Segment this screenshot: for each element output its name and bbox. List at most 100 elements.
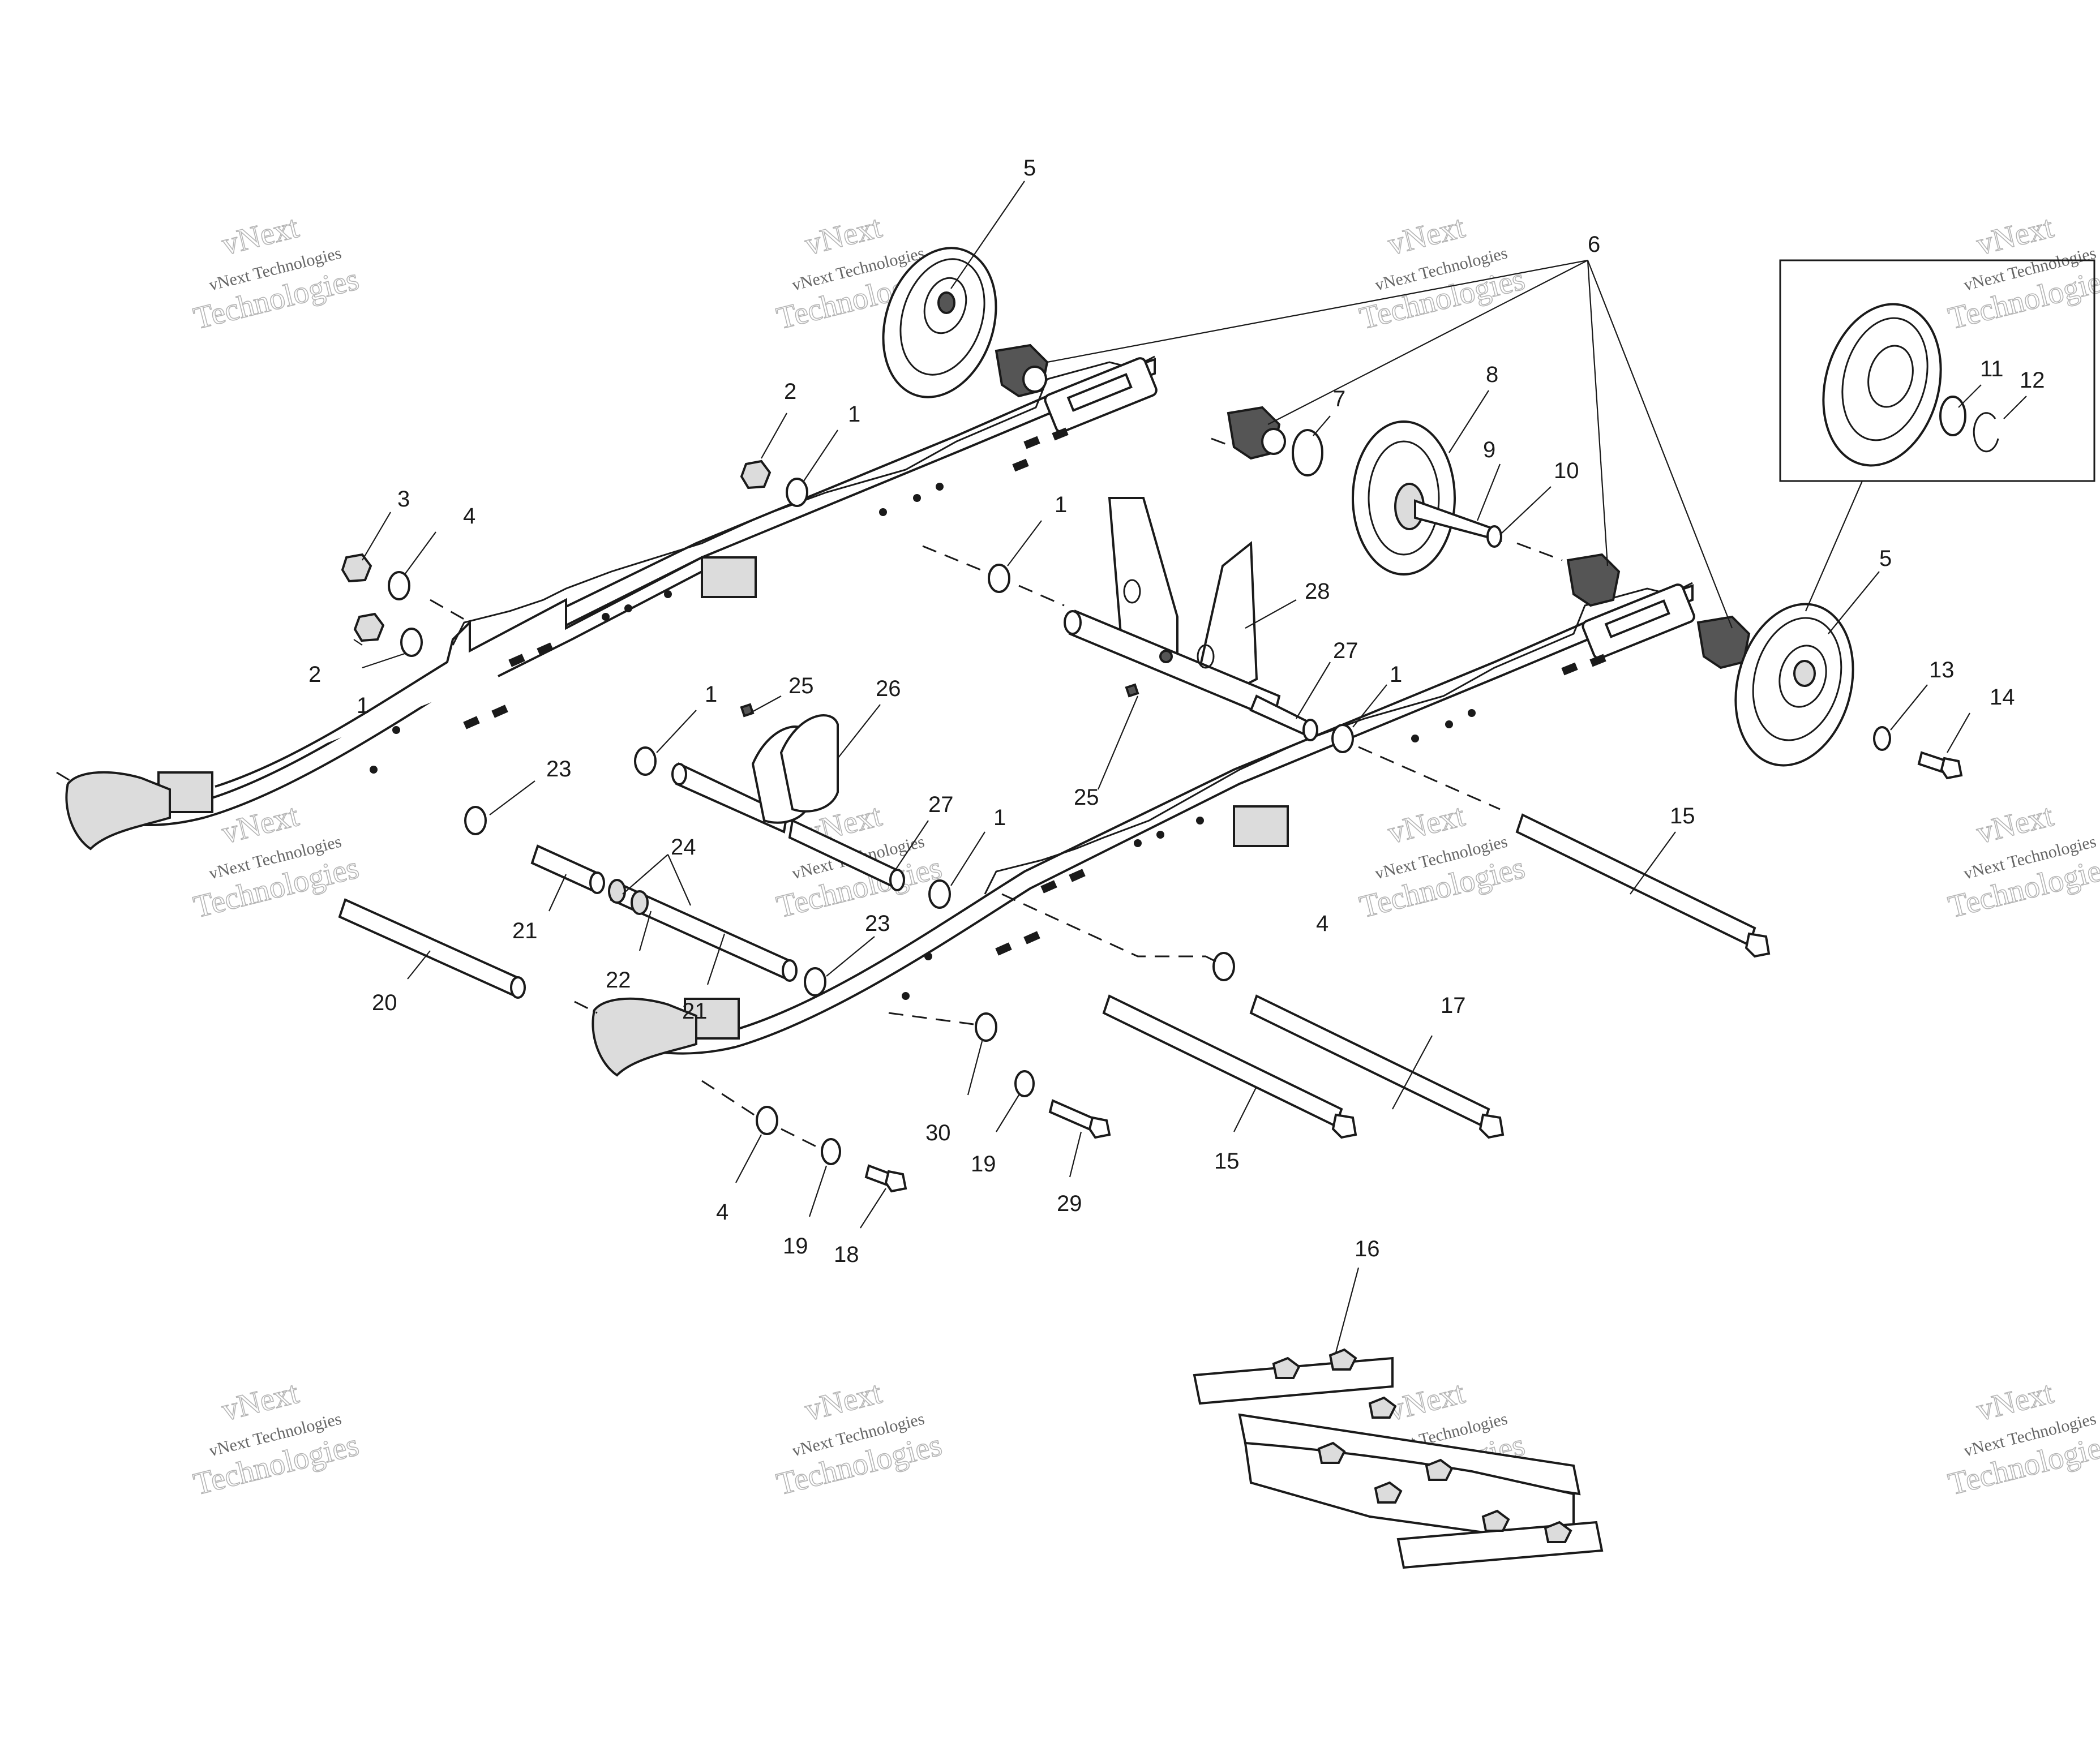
right-rail-holes (902, 654, 1606, 1000)
leader-24b (667, 854, 692, 906)
leader-5b (1828, 571, 1880, 634)
washer-1 (928, 879, 951, 909)
rail-hole (508, 654, 525, 667)
rail-hole (913, 494, 921, 502)
svg-text:vNext: vNext (1385, 209, 1468, 262)
inset-box (1779, 259, 2095, 612)
leader-1a (803, 430, 838, 482)
callout-4: 4 (1316, 911, 1328, 936)
washer-1 (988, 564, 1010, 593)
callout-9: 9 (1483, 437, 1495, 462)
svg-text:vNext: vNext (1385, 1375, 1468, 1428)
leader-21a (548, 874, 567, 912)
leader-23b (826, 936, 875, 977)
rod-20-end (510, 976, 526, 999)
callout-11: 11 (1980, 357, 2004, 381)
rail-hole (392, 726, 400, 734)
leader-26 (837, 704, 881, 759)
inset-frame (1779, 259, 2095, 482)
callout-19: 19 (783, 1234, 808, 1259)
inset-bearing-11 (1939, 396, 1966, 436)
rail-hole (491, 705, 508, 718)
rod-15-front-nut (1331, 1113, 1357, 1139)
idler-wheel-right (1734, 603, 1854, 767)
callout-23: 23 (865, 911, 890, 936)
wheel-hub (1778, 645, 1827, 708)
callout-19: 19 (971, 1152, 996, 1176)
right-rail (592, 582, 1695, 1077)
rail-hole (624, 604, 632, 612)
rail-hole (1468, 709, 1476, 717)
leader-6-a (1047, 259, 1588, 363)
left-rail-body (66, 358, 1156, 827)
leader-28 (1245, 599, 1297, 629)
centerline-washer-4c (701, 1080, 759, 1119)
leader-14 (1947, 712, 1970, 753)
callout-17: 17 (1441, 993, 1466, 1018)
callout-5: 5 (1023, 156, 1036, 181)
callout-5: 5 (1879, 546, 1892, 571)
arm-rear-shaft-end (889, 869, 905, 891)
inset-wheel-hub (1867, 345, 1914, 408)
rail-hole (1069, 869, 1086, 882)
leader-17 (1392, 1035, 1433, 1110)
callout-7: 7 (1333, 387, 1345, 411)
spacer-block (1566, 553, 1621, 607)
centerline-bracket-shaft (1358, 746, 1501, 810)
leader-27a (1296, 662, 1331, 719)
inset-circlip-12 (1973, 412, 1999, 453)
rail-hole (1023, 436, 1040, 449)
left-rail-top-profile (452, 355, 1155, 646)
wheel-spacer-right (1566, 553, 1751, 669)
callout-12: 12 (2020, 368, 2045, 393)
idler-wheel-center (1352, 420, 1502, 576)
rail-hole (1411, 735, 1419, 742)
grease-fitting-25 (1125, 683, 1139, 698)
leader-22b (706, 933, 726, 985)
centerline-washer-19 (781, 1128, 821, 1150)
arm-plate-right (779, 714, 839, 813)
watermark-10: vNext vNext Technologies Technologies (773, 1375, 946, 1502)
callout-30: 30 (925, 1120, 951, 1145)
leader-3 (362, 512, 391, 561)
leader-23a (489, 780, 535, 815)
leader-4a (404, 531, 436, 575)
track-stud (1328, 1348, 1357, 1371)
washer-4 (388, 571, 410, 600)
leader-1d (1352, 684, 1387, 728)
leader-22a (638, 911, 652, 951)
washer-23 (804, 967, 826, 997)
callout-1: 1 (1055, 492, 1067, 517)
callout-14: 14 (1990, 685, 2015, 710)
callout-15: 15 (1214, 1149, 1240, 1174)
leader-29 (1069, 1131, 1082, 1178)
svg-text:vNext: vNext (1385, 798, 1468, 851)
callout-4: 4 (716, 1200, 728, 1225)
bracket-shaft-end (1302, 719, 1318, 741)
callout-13: 13 (1929, 658, 1955, 682)
callout-27: 27 (1333, 638, 1358, 663)
callout-1: 1 (1390, 662, 1402, 687)
watermark-12: vNext vNext Technologies Technologies (1944, 1375, 2100, 1502)
callout-18: 18 (834, 1242, 859, 1267)
rail-hole (1561, 662, 1578, 676)
leader-15b (1233, 1086, 1257, 1132)
rail-hole (1156, 831, 1164, 839)
washer-1 (400, 628, 423, 657)
front-arm-assembly (671, 714, 905, 891)
centerline-washer-4a (430, 599, 470, 624)
right-rail-front-tip (592, 997, 697, 1077)
callout-29: 29 (1057, 1191, 1082, 1216)
bracket-tube-end (1064, 610, 1082, 635)
svg-text:vNext: vNext (1973, 209, 2057, 262)
svg-text:vNext: vNext (802, 1375, 885, 1428)
leader-5a (950, 181, 1025, 289)
leader-1f (950, 831, 985, 886)
bracket-fastener (1159, 650, 1173, 663)
leader-19b (808, 1165, 828, 1217)
callout-25: 25 (1074, 785, 1099, 810)
rail-hole (924, 952, 932, 960)
callout-2: 2 (308, 662, 321, 687)
